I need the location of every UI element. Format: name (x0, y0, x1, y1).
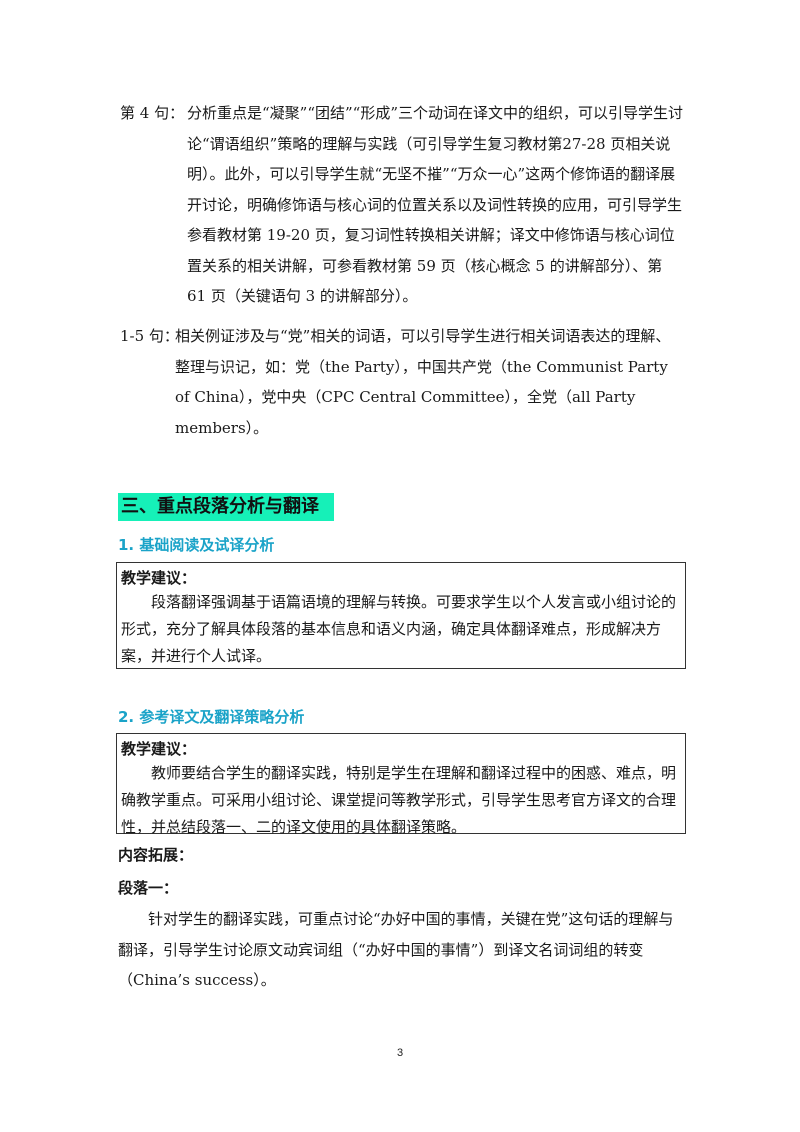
box-text: 教师要结合学生的翻译实践，特别是学生在理解和翻译过程中的困惑、难点，明确教学重点… (121, 764, 677, 836)
note-item-sentence-4: 第 4 句： 分析重点是“凝聚”“团结”“形成”三个动词在译文中的组织，可以引导… (120, 98, 685, 312)
subsection-title-reference-translation: 2. 参考译文及翻译策略分析 (118, 708, 305, 726)
paragraph-one-text: 针对学生的翻译实践，可重点讨论“办好中国的事情，关键在党”这句话的理解与翻译，引… (118, 910, 674, 989)
content-extension-heading: 内容拓展： (118, 846, 194, 864)
teaching-suggestion-box: 教学建议： 教师要结合学生的翻译实践，特别是学生在理解和翻译过程中的困惑、难点，… (116, 733, 686, 836)
note-label: 1-5 句： (120, 327, 179, 345)
note-item-sentences-1-5: 1-5 句： 相关例证涉及与“党”相关的词语，可以引导学生进行相关词语表达的理解… (120, 321, 685, 443)
subsection-title-basic-reading: 1. 基础阅读及试译分析 (118, 536, 275, 554)
teaching-suggestion-box: 教学建议： 段落翻译强调基于语篇语境的理解与转换。可要求学生以个人发言或小组讨论… (116, 562, 686, 669)
note-label: 第 4 句： (120, 104, 185, 122)
note-text: 相关例证涉及与“党”相关的词语，可以引导学生进行相关词语表达的理解、整理与识记，… (175, 327, 671, 437)
note-text: 分析重点是“凝聚”“团结”“形成”三个动词在译文中的组织，可以引导学生讨论“谓语… (187, 104, 684, 305)
paragraph-one-heading: 段落一： (118, 879, 179, 897)
section-title: 三、重点段落分析与翻译 (118, 493, 334, 521)
box-title: 教学建议： (121, 740, 197, 758)
box-text: 段落翻译强调基于语篇语境的理解与转换。可要求学生以个人发言或小组讨论的形式，充分… (121, 593, 677, 665)
page-number: 3 (396, 1047, 404, 1059)
box-title: 教学建议： (121, 569, 197, 587)
